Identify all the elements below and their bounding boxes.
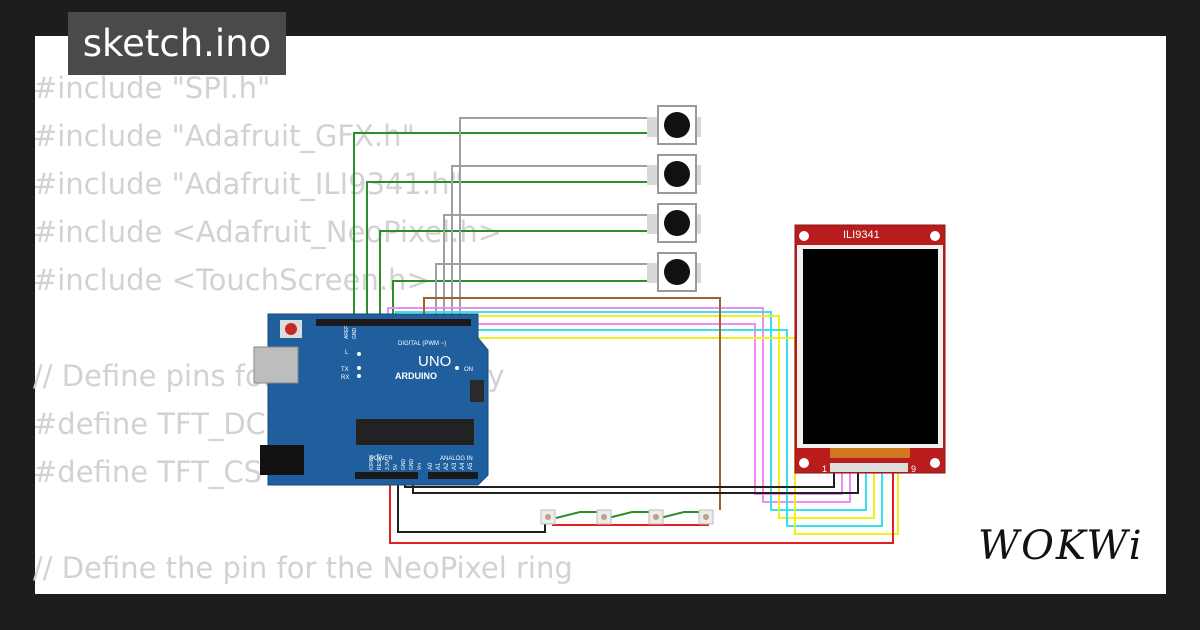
usb-port — [253, 346, 299, 384]
flex-cable — [830, 448, 910, 458]
l-label: L — [345, 350, 349, 356]
arduino-logo-text: ARDUINO — [395, 371, 437, 381]
display-label: ILI9341 — [843, 229, 880, 241]
icsp-header — [470, 380, 484, 402]
analog-pin-label: A5 — [468, 462, 474, 470]
display-pin-last: 9 — [911, 464, 916, 474]
neopixel-4[interactable] — [698, 509, 714, 525]
tx-label: TX — [341, 367, 349, 373]
code-line: #include "Adafruit_GFX.h" — [33, 119, 415, 153]
power-pin-label: 5V — [393, 463, 399, 470]
digital-label: DIGITAL (PWM ~) — [398, 341, 446, 347]
rx-label: RX — [341, 375, 349, 381]
push-button-4[interactable] — [647, 252, 701, 292]
arduino-uno-board[interactable]: ARDUINO UNO DIGITAL (PWM ~) POWER ANALOG… — [253, 313, 489, 486]
code-line: // Define the pin for the NeoPixel ring — [33, 551, 573, 585]
button-wires — [353, 117, 655, 320]
power-pin-label: GND — [409, 459, 415, 471]
power-pin-label: Vin — [417, 463, 423, 470]
code-line: #include "Adafruit_ILI9341.h" — [33, 167, 463, 201]
display-screen — [803, 249, 938, 444]
power-pin-label: RESET — [377, 453, 383, 470]
microcontroller-chip — [356, 419, 474, 445]
code-line: #include <TouchScreen.h> — [33, 263, 431, 297]
analog-pin-label: A2 — [444, 462, 450, 470]
wokwi-logo: WOKWi — [978, 523, 1144, 569]
analog-pin-label: A1 — [436, 462, 442, 470]
ili9341-display[interactable]: ILI9341 1 9 — [794, 224, 946, 474]
aref-label: AREF — [344, 326, 350, 339]
display-pin-header — [830, 463, 908, 472]
push-button-1[interactable] — [647, 105, 701, 145]
analog-pin-label: A3 — [452, 462, 458, 470]
power-pin-label: 3.3V — [385, 459, 391, 470]
neopixel-chain — [540, 509, 714, 525]
power-pin-label: GND — [401, 459, 407, 471]
on-label: ON — [464, 367, 473, 373]
analog-label: ANALOG IN — [440, 456, 473, 462]
gnd-label: GND — [352, 328, 358, 340]
power-label: POWER — [370, 456, 393, 462]
neopixel-3[interactable] — [648, 509, 664, 525]
neopixel-1[interactable] — [540, 509, 556, 525]
code-preview: #include "SPI.h" #include "Adafruit_GFX.… — [33, 64, 573, 592]
power-pin-label: IOREF — [369, 455, 375, 470]
board-model: UNO — [418, 353, 451, 370]
analog-header — [428, 472, 478, 479]
analog-pin-label: A4 — [460, 462, 466, 470]
analog-pin-label: A0 — [428, 462, 434, 470]
push-button-3[interactable] — [647, 203, 701, 243]
power-header — [355, 472, 418, 479]
code-line: #include "SPI.h" — [33, 71, 271, 105]
display-pin-first: 1 — [822, 464, 827, 474]
file-title-badge: sketch.ino — [68, 12, 286, 75]
power-jack — [260, 445, 304, 475]
digital-header — [316, 319, 471, 326]
push-button-2[interactable] — [647, 154, 701, 194]
neopixel-2[interactable] — [596, 509, 612, 525]
